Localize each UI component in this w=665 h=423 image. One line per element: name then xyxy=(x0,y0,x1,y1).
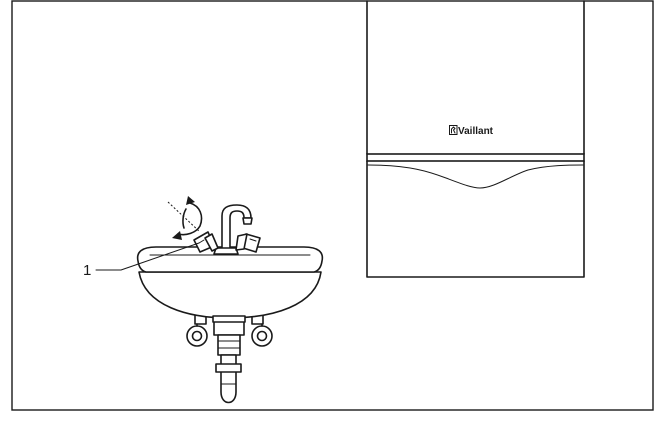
trap-pipe xyxy=(213,319,245,404)
left-angle-valve xyxy=(186,311,208,347)
right-tap-handle xyxy=(235,233,261,253)
diagram-frame xyxy=(11,0,654,411)
washbasin xyxy=(136,204,324,404)
drain-collar xyxy=(212,315,246,323)
boiler-unit: Vaillant xyxy=(366,0,585,278)
callout-1: 1 xyxy=(83,242,200,279)
callout-1-label: 1 xyxy=(83,262,91,279)
basin-bowl xyxy=(138,271,322,319)
mixer-tap xyxy=(213,204,253,255)
boiler-cover-contour xyxy=(367,164,584,189)
left-tap-handle xyxy=(193,231,219,253)
basin-rim xyxy=(136,246,324,273)
boiler-front-panel-band xyxy=(366,153,585,162)
vaillant-hare-icon xyxy=(449,125,458,135)
vaillant-wordmark: Vaillant xyxy=(458,126,494,137)
counterclockwise-rotation-arrow-icon xyxy=(167,196,203,240)
vaillant-logo: Vaillant xyxy=(449,125,494,137)
